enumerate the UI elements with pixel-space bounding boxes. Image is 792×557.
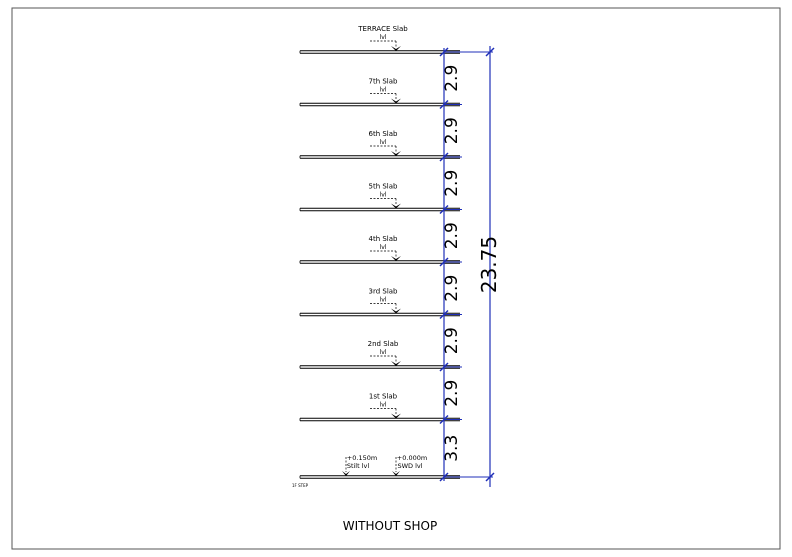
dimension-group: 2.9 2.9 2.9 2.9 2.9 2.9 2.9 3.3 23.75 [439,46,501,487]
ground-marker-label: SWD lvl [397,462,422,470]
ground-marker-label: Stilt lvl [347,462,370,470]
ground-marker-icon [392,471,400,476]
level-sub: lvl [380,349,387,356]
level-sub: lvl [380,297,387,304]
level-marker-icon [391,151,401,156]
level-marker-icon [391,361,401,366]
floor-dimension-label: 2.9 [442,222,462,249]
floor-dimension-label: 2.9 [442,327,462,354]
ground-marker-value: +0.150m [347,454,377,462]
level-name: 4th Slab [369,235,399,243]
ground-marker-icon [342,471,350,476]
level-name: 7th Slab [369,78,399,86]
level-sub: lvl [380,402,387,409]
floor-dimension-label: 3.3 [442,435,462,462]
level-name: 2nd Slab [368,340,399,348]
total-dimension-label: 23.75 [477,236,501,293]
level-marker-icon [391,203,401,209]
level-name: 1st Slab [369,393,398,401]
drawing-title: WITHOUT SHOP [343,519,437,533]
level-name: TERRACE Slab [357,25,408,33]
floor-dimension-label: 2.9 [442,380,462,407]
level-sub: lvl [380,87,387,94]
level-marker-icon [391,256,401,261]
level-sub: lvl [380,34,387,41]
level-sub: lvl [380,192,387,199]
level-marker-icon [391,46,401,51]
floor-dimension-label: 2.9 [442,275,462,302]
level-sub: lvl [380,139,387,146]
level-name: 6th Slab [369,130,399,138]
level-marker-icon [391,308,401,314]
level-name: 3rd Slab [369,288,399,296]
ground-marker-value: +0.000m [397,454,427,462]
footnote-label: 1F STEP [292,483,309,488]
level-marker-icon [391,413,401,419]
level-sub: lvl [380,244,387,251]
sheet-frame [11,7,781,550]
level-marker-icon [391,98,401,104]
level-name: 5th Slab [369,183,399,191]
floor-dimension-label: 2.9 [442,170,462,197]
floor-dimension-label: 2.9 [442,65,462,92]
floor-dimension-label: 2.9 [442,117,462,144]
